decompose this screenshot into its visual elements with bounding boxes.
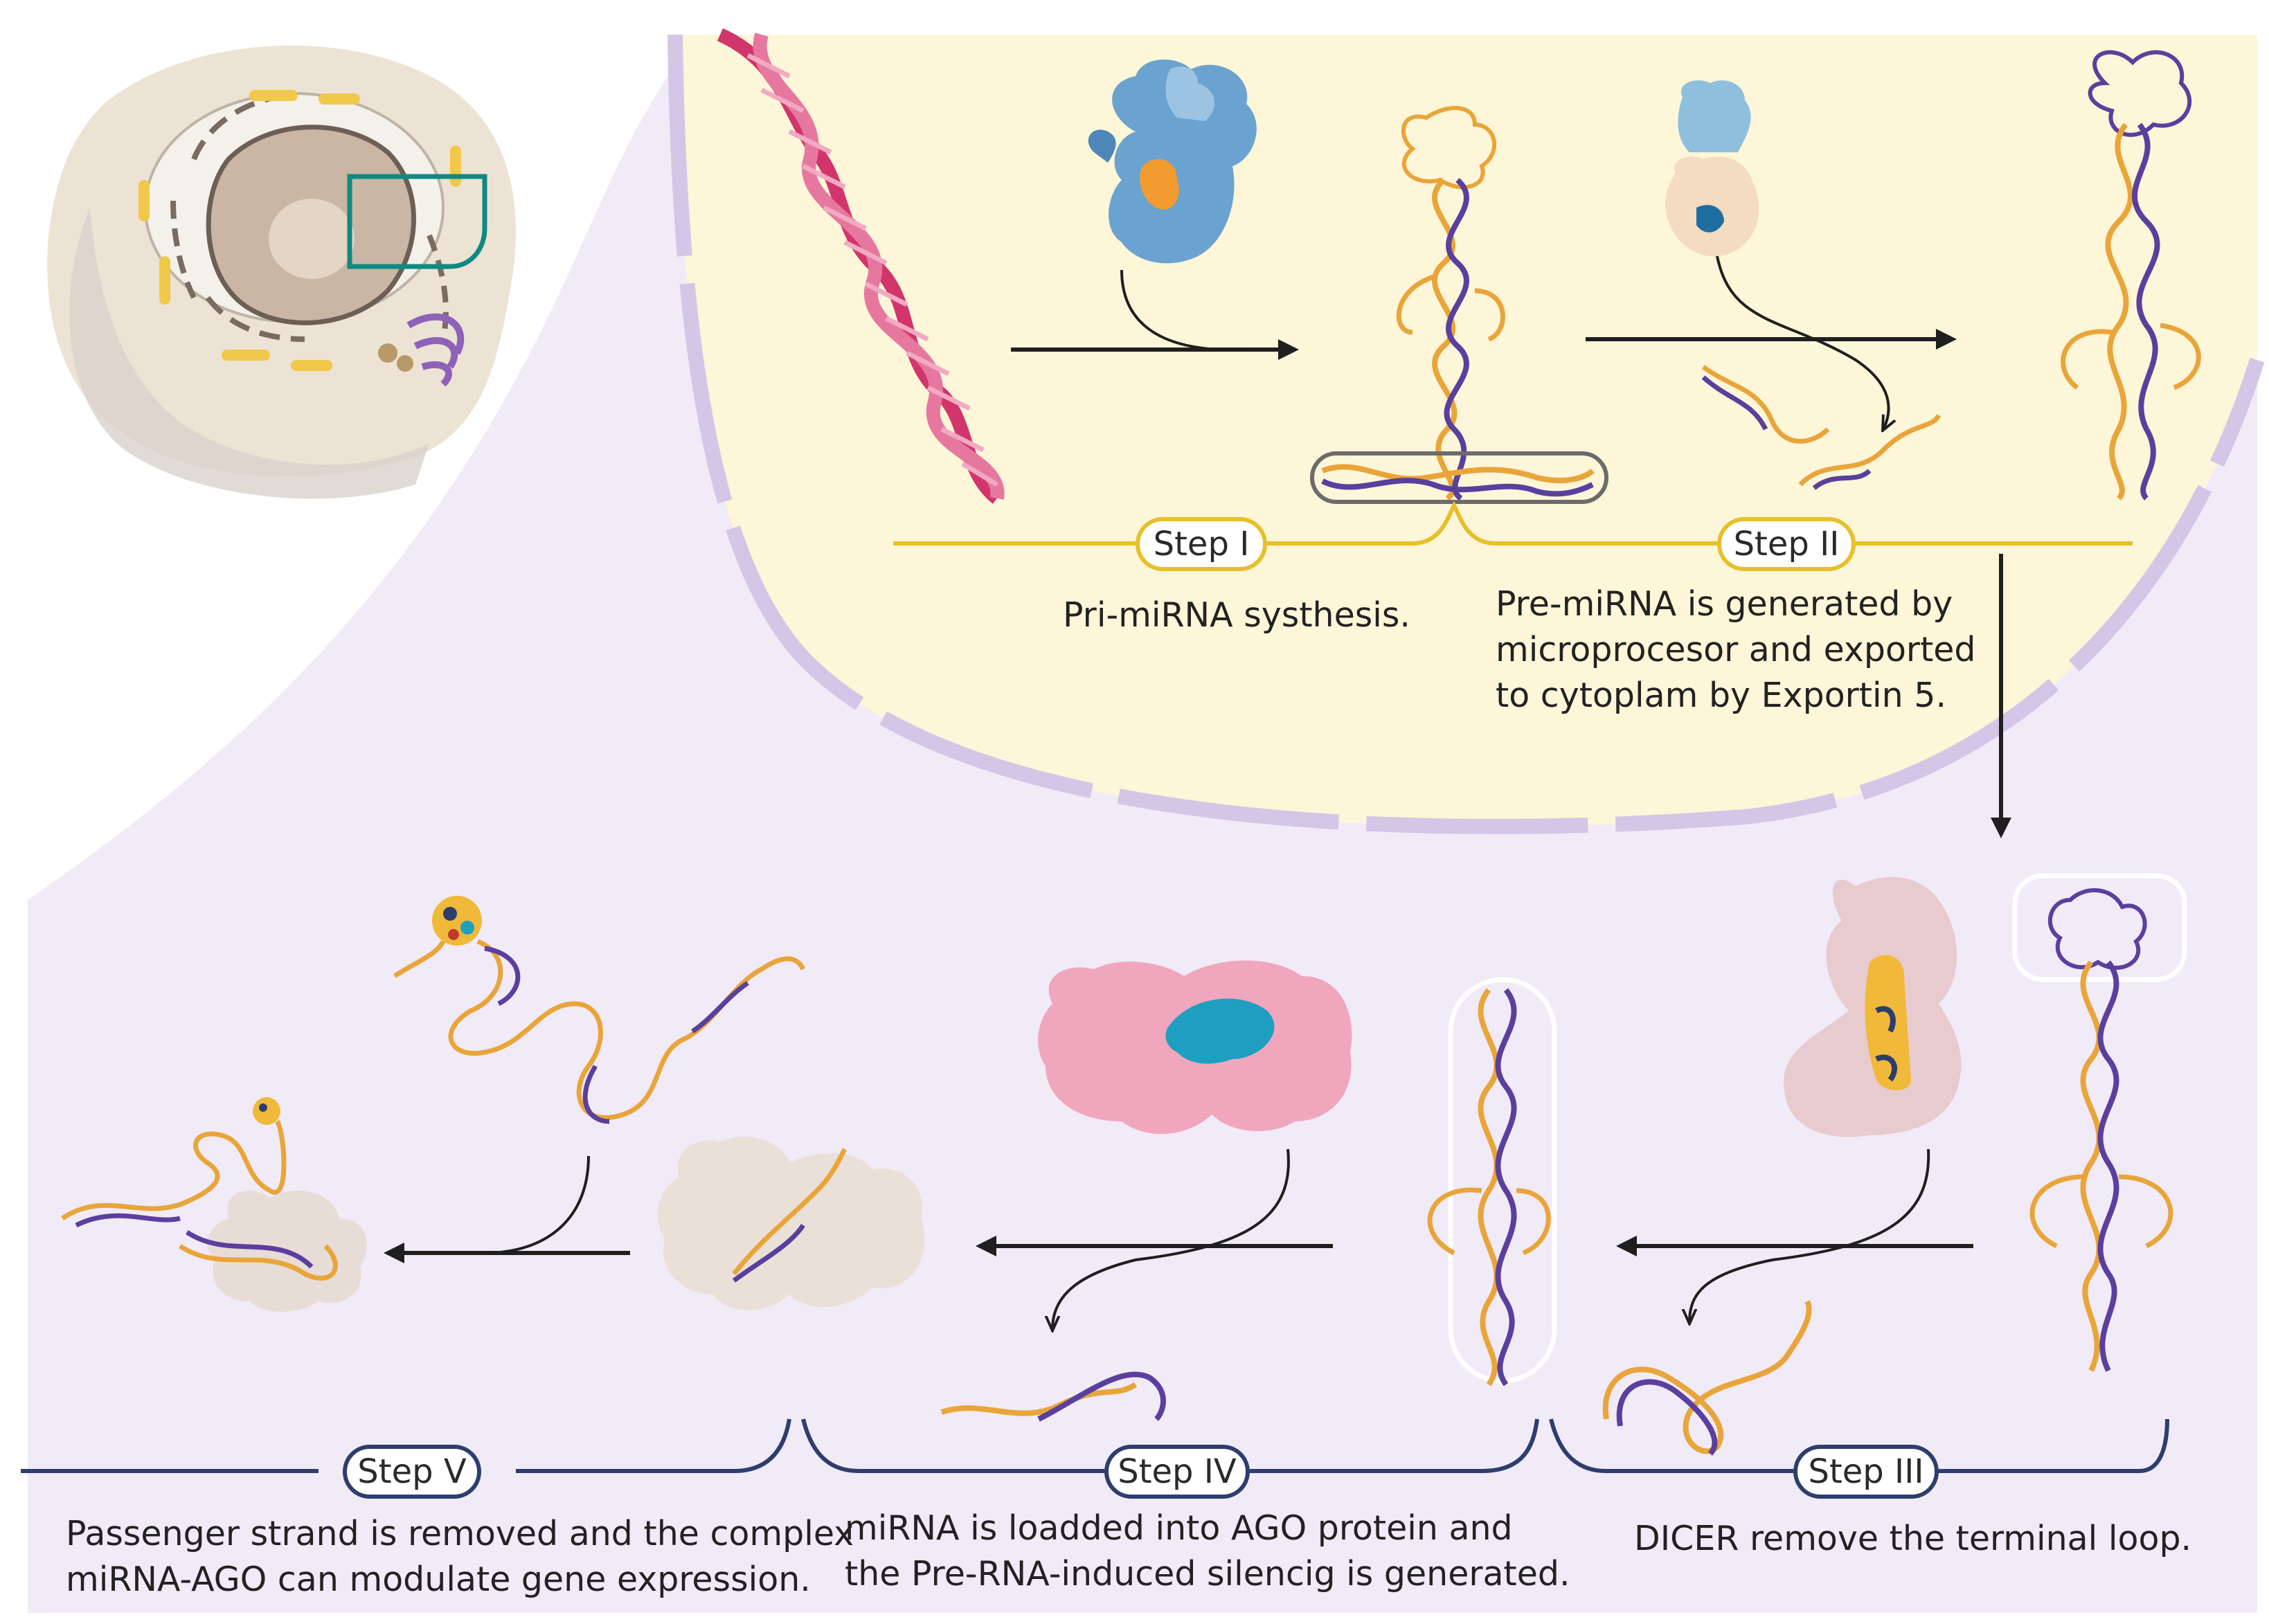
- step-4-description-line: the Pre-RNA-induced silencig is generate…: [845, 1554, 1570, 1594]
- cleaved-terminal-loop: [1602, 1300, 1812, 1454]
- step-1-badge: Step I: [1136, 517, 1267, 571]
- step-4-badge: Step IV: [1104, 1445, 1250, 1499]
- step-3-badge: Step III: [1793, 1445, 1939, 1499]
- loaded-ago-complex: [657, 1136, 925, 1310]
- step-2-description: Pre-miRNA is generated by microprocesor …: [1496, 581, 1976, 719]
- step-4-description-line: miRNA is loadded into AGO protein and: [845, 1508, 1513, 1548]
- step-5-description-line: miRNA-AGO can modulate gene expression.: [66, 1560, 811, 1599]
- step-5-description: Passenger strand is removed and the comp…: [66, 1511, 854, 1603]
- step-3-description-line: DICER remove the terminal loop.: [1634, 1519, 2192, 1558]
- cytoplasmic-pre-mirna: [2012, 873, 2187, 1372]
- step-5-badge: Step V: [343, 1445, 481, 1499]
- step-1-2-line: [893, 500, 2133, 545]
- terminal-loop-highlight: [2012, 873, 2187, 982]
- step-3-5-line: [21, 1418, 2169, 1473]
- pre-mirna-hairpin: [2061, 50, 2201, 500]
- cell-overview-illustration: [47, 45, 516, 499]
- microprocessor-protein: [1088, 60, 1257, 264]
- dna-double-helix: [717, 28, 1005, 504]
- rna-induced-silencing-complex: [61, 1097, 367, 1312]
- nucleus-region: [675, 35, 2257, 827]
- released-flanking-rna: [1701, 365, 1941, 487]
- step-2-description-line: to cytoplam by Exportin 5.: [1496, 676, 1947, 715]
- step-3-description: DICER remove the terminal loop.: [1634, 1516, 2191, 1562]
- mirna-ago-target-binding: [393, 896, 806, 1124]
- zoom-callout-frame: [347, 174, 487, 269]
- step-2-description-line: Pre-miRNA is generated by: [1496, 584, 1953, 624]
- step-4-description: miRNA is loadded into AGO protein and th…: [845, 1506, 1570, 1597]
- step-2-badge: Step II: [1717, 517, 1856, 571]
- exportin-5-protein: [1665, 80, 1759, 257]
- step-2-description-line: microprocesor and exported: [1496, 630, 1976, 669]
- dicer-protein: [1784, 876, 1962, 1137]
- step-1-description: Pri-miRNA systhesis.: [1063, 593, 1410, 638]
- mirna-duplex: [1427, 977, 1557, 1387]
- step-1-description-line: Pri-miRNA systhesis.: [1063, 595, 1410, 635]
- ago-protein: [1038, 960, 1352, 1135]
- step-5-description-line: Passenger strand is removed and the comp…: [66, 1514, 854, 1553]
- nuclear-membrane: [667, 34, 2265, 834]
- cleavage-site-highlight: [1310, 451, 1608, 504]
